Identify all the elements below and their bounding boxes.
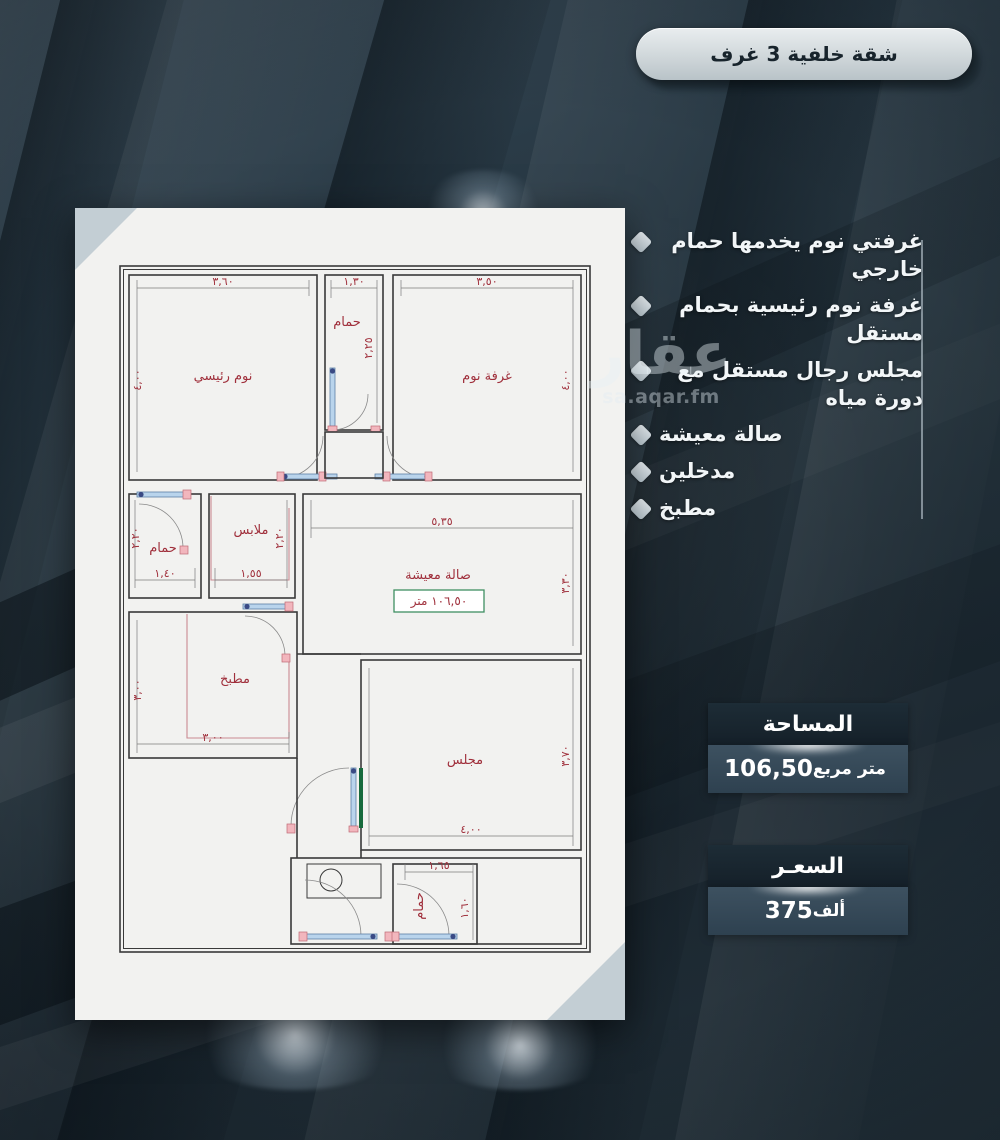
- room-label-master-bedroom: نوم رئيسي: [194, 369, 253, 384]
- area-card-value: متر مربع 106,50: [708, 745, 908, 793]
- diamond-bullet-icon: [629, 497, 653, 521]
- dim-majlis-height: ٣,٧٠: [559, 745, 572, 766]
- feature-item-4: مدخلين: [629, 458, 950, 486]
- feature-item-5: مطبخ: [629, 495, 950, 523]
- dim-bath-top-width: ١,٣٠: [343, 275, 364, 288]
- page-title-text: شقة خلفية 3 غرف: [710, 42, 898, 66]
- feature-label: غرفتي نوم يخدمها حمام خارجي: [671, 229, 923, 281]
- dim-living-width: ٥,٣٥: [431, 515, 452, 528]
- dim-bath-bot-height: ١,٦٠: [458, 897, 471, 918]
- card-shine: [748, 745, 868, 755]
- price-number: 375: [764, 898, 813, 924]
- feature-list: غرفتي نوم يخدمها حمام خارجي غرفة نوم رئي…: [629, 228, 950, 531]
- room-label-majlis: مجلس: [447, 753, 483, 768]
- diamond-bullet-icon: [629, 295, 653, 318]
- dim-bath-mid-height: ٢,٢٠: [129, 527, 142, 548]
- room-label-living-hall: صالة معيشة: [405, 568, 471, 583]
- price-card-value: ألف 375: [708, 887, 908, 935]
- dim-bedroom-height: ٤,٠٠: [559, 369, 572, 390]
- area-tag: ١٠٦,٥٠ متر: [410, 594, 468, 609]
- floor-plan-card: .w { fill:none; stroke:#3a3a3a; stroke-w…: [75, 208, 625, 1020]
- price-unit: ألف: [812, 901, 846, 921]
- dim-majlis-width: ٤,٠٠: [460, 823, 481, 836]
- dim-kitchen-height: ٣,٠٠: [131, 679, 144, 700]
- area-card-label: المساحة: [708, 703, 908, 745]
- feature-label: صالة معيشة: [659, 422, 783, 447]
- entrance-door-green: [359, 768, 363, 828]
- dim-closet-width: ١,٥٥: [240, 567, 261, 580]
- area-unit: متر مربع: [812, 759, 886, 779]
- room-label-bathroom-bottom: حمام: [412, 892, 427, 920]
- page-fold-top-left: [75, 208, 137, 270]
- dim-kitchen-width: ٣,٠٠: [202, 731, 223, 744]
- card-shine: [748, 887, 868, 897]
- diamond-bullet-icon: [629, 359, 653, 383]
- feature-label: مطبخ: [659, 495, 717, 520]
- price-card: السعـر ألف 375: [708, 845, 908, 935]
- price-card-label: السعـر: [708, 845, 908, 887]
- feature-label: مدخلين: [659, 459, 736, 484]
- room-label-bathroom-mid: حمام: [149, 541, 177, 556]
- page-fold-bottom-right: [547, 942, 625, 1020]
- area-card: المساحة متر مربع 106,50: [708, 703, 908, 793]
- dim-bath-bot-width: ١,٦٥: [428, 859, 449, 872]
- dim-bath-top-height: ٢,٢٥: [362, 337, 375, 358]
- dim-bath-mid-width: ١,٤٠: [154, 567, 175, 580]
- diamond-bullet-icon: [629, 230, 653, 254]
- dim-bedroom-width: ٣,٥٠: [476, 275, 497, 288]
- page-title: شقة خلفية 3 غرف: [636, 28, 972, 80]
- feature-item-1: غرفة نوم رئيسية بحمام مستقل: [629, 292, 950, 347]
- dim-master-width: ٣,٦٠: [212, 275, 233, 288]
- floor-plan-drawing: .w { fill:none; stroke:#3a3a3a; stroke-w…: [119, 265, 591, 953]
- dim-living-height: ٣,٣٠: [559, 572, 572, 593]
- diamond-bullet-icon: [629, 460, 653, 484]
- feature-label: مجلس رجال مستقل مع دورة مياه: [677, 357, 923, 410]
- feature-item-3: صالة معيشة: [629, 421, 950, 449]
- room-label-bedroom: غرفة نوم: [462, 369, 512, 384]
- room-label-kitchen: مطبخ: [220, 672, 250, 687]
- room-label-bathroom-top: حمام: [333, 315, 361, 330]
- diamond-bullet-icon: [629, 423, 653, 447]
- feature-item-2: مجلس رجال مستقل مع دورة مياه: [629, 357, 950, 412]
- feature-label: غرفة نوم رئيسية بحمام مستقل: [679, 293, 923, 346]
- feature-item-0: غرفتي نوم يخدمها حمام خارجي: [629, 228, 950, 283]
- dim-master-height: ٤,٠٠: [131, 369, 144, 390]
- dim-closet-height: ٢,٢٠: [273, 527, 286, 548]
- room-label-closet: ملابس: [234, 523, 269, 538]
- feature-timeline-line: [921, 240, 923, 520]
- area-number: 106,50: [724, 756, 813, 782]
